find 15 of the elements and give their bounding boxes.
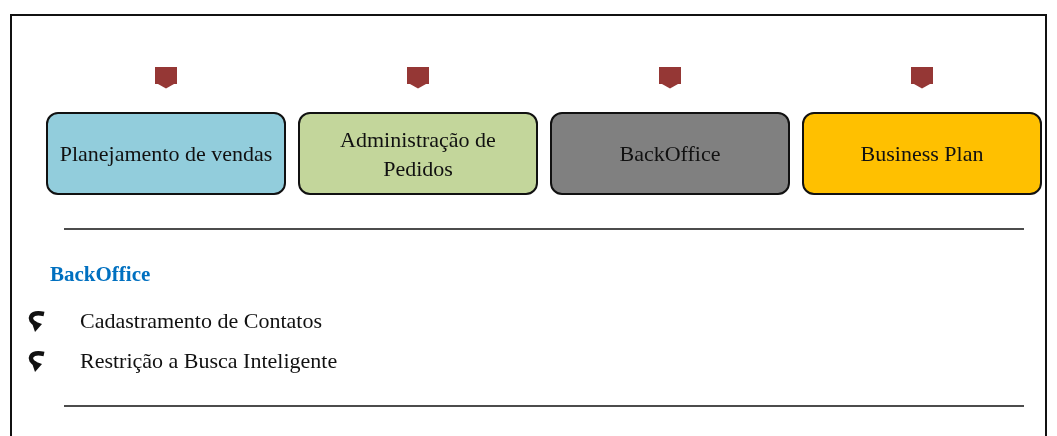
box-text: Administração de Pedidos bbox=[339, 125, 497, 183]
block-arrow bbox=[407, 67, 429, 89]
block-arrow bbox=[911, 67, 933, 89]
box-text: Business Plan bbox=[859, 140, 985, 168]
block-arrow bbox=[155, 67, 177, 89]
block-arrow bbox=[659, 67, 681, 89]
process-box bbox=[802, 112, 1042, 195]
box-text: BackOffice bbox=[618, 140, 722, 168]
list-item: Cadastramento de Contatos bbox=[80, 308, 322, 334]
process-box bbox=[46, 112, 286, 195]
process-box bbox=[550, 112, 790, 195]
process-box bbox=[298, 112, 538, 195]
list-item: Restrição a Busca Inteligente bbox=[80, 348, 338, 374]
box-text: Planejamento de vendas bbox=[58, 140, 274, 168]
section-heading: BackOffice bbox=[50, 262, 151, 287]
